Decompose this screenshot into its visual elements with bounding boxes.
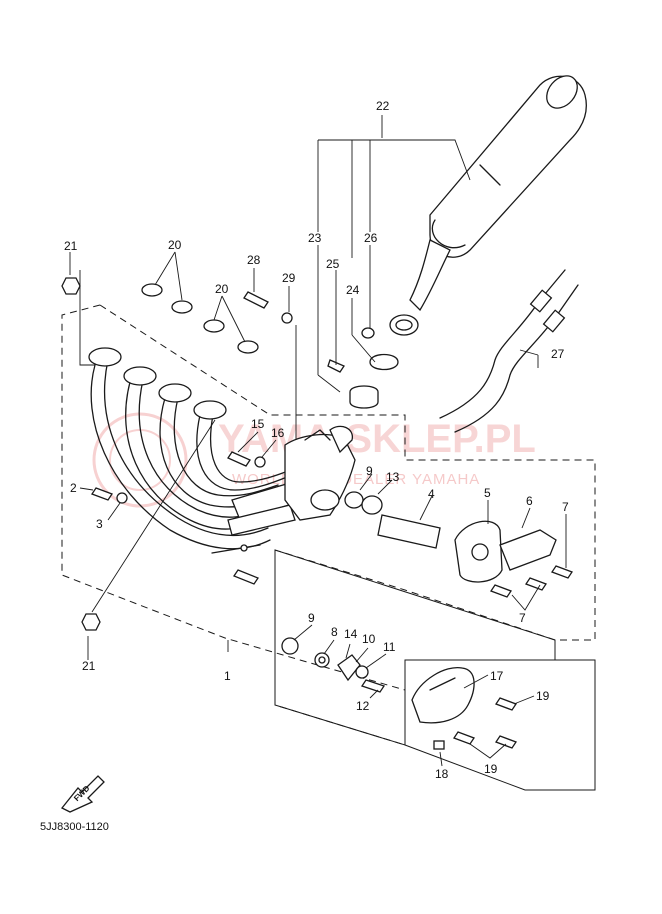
watermark-tagline: WORLDWIDE DEALER YAMAHA xyxy=(232,471,480,488)
callout-20-b: 20 xyxy=(215,282,229,296)
group-outlines xyxy=(61,304,596,791)
fwd-arrow: FWD xyxy=(60,775,105,813)
callout-21-a: 21 xyxy=(64,239,78,253)
drawing-code: 5JJ8300-1120 xyxy=(40,821,109,833)
callout-2: 2 xyxy=(70,481,77,495)
callout-22: 22 xyxy=(376,99,390,113)
callout-1: 1 xyxy=(224,669,231,683)
callout-14: 14 xyxy=(344,627,358,641)
callout-28: 28 xyxy=(247,253,261,267)
callout-8: 8 xyxy=(331,625,338,639)
watermark-brand: YAMA-SKLEP.PL xyxy=(218,417,536,461)
callout-6: 6 xyxy=(526,494,533,508)
callout-13: 13 xyxy=(386,470,400,484)
callout-9-a: 9 xyxy=(366,464,373,478)
callout-23: 23 xyxy=(308,231,322,245)
callout-17: 17 xyxy=(490,669,504,683)
assembly-1-boundary-right xyxy=(274,549,596,641)
callout-25: 25 xyxy=(326,257,340,271)
bolts-left xyxy=(91,487,259,585)
callout-18: 18 xyxy=(435,767,449,781)
callout-24: 24 xyxy=(346,283,360,297)
callout-15: 15 xyxy=(251,417,265,431)
callout-5: 5 xyxy=(484,486,491,500)
callout-19-b: 19 xyxy=(484,762,498,776)
callout-19-a: 19 xyxy=(536,689,550,703)
callout-4: 4 xyxy=(428,487,435,501)
callout-21-b: 21 xyxy=(82,659,96,673)
callout-20-a: 20 xyxy=(168,238,182,252)
callout-7-a: 7 xyxy=(562,500,569,514)
callout-7-b: 7 xyxy=(519,611,526,625)
group-box-small-parts xyxy=(274,549,556,746)
callout-10: 10 xyxy=(362,632,376,646)
muffler-22 xyxy=(389,75,587,336)
nuts-21 xyxy=(61,277,101,631)
exhaust-header-pipes xyxy=(88,347,306,554)
bolts-upper xyxy=(227,291,293,468)
callout-9-b: 9 xyxy=(308,611,315,625)
callout-16: 16 xyxy=(271,426,285,440)
leader-lines xyxy=(69,115,567,767)
cables-27 xyxy=(439,269,579,433)
group-box-cover xyxy=(404,659,596,791)
callout-3: 3 xyxy=(96,517,103,531)
callout-27: 27 xyxy=(551,347,565,361)
callout-26: 26 xyxy=(364,231,378,245)
callout-12: 12 xyxy=(356,699,370,713)
callout-29: 29 xyxy=(282,271,296,285)
small-parts-group xyxy=(281,637,386,693)
callout-numbers: 22 23 26 25 24 20 20 21 28 29 27 15 16 2… xyxy=(64,99,569,781)
exup-assembly xyxy=(344,491,573,598)
collector-housing xyxy=(284,425,356,521)
callout-11: 11 xyxy=(383,640,396,654)
gaskets-20 xyxy=(141,283,259,354)
joint-parts xyxy=(327,327,399,409)
assembly-1-boundary-top xyxy=(99,304,596,560)
